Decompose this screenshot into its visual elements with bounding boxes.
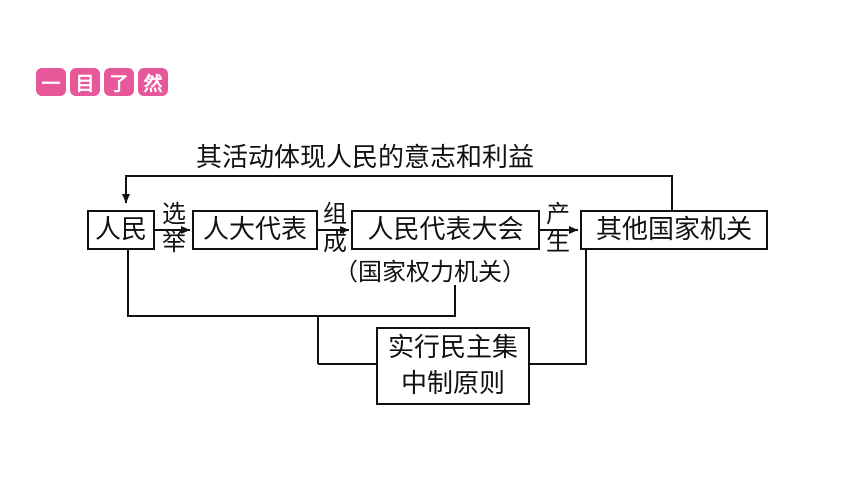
node-people: 人民 (87, 210, 155, 250)
badge-char-2: 目 (70, 68, 100, 96)
node-democratic-centralism: 实行民主集 中制原则 (376, 327, 530, 405)
left-bracket-line (127, 250, 456, 317)
elect-label-char-2: 举 (162, 228, 186, 256)
feedback-label: 其活动体现人民的意志和利益 (196, 143, 535, 173)
feedback-arrow (122, 175, 673, 210)
node-other-state-organs: 其他国家机关 (580, 210, 768, 250)
form-label: 组 成 (320, 200, 350, 256)
produce-label: 产 生 (543, 200, 573, 256)
produce-label-char-2: 生 (546, 228, 570, 256)
badge-char-1: 一 (36, 68, 66, 96)
title-badge: 一 目 了 然 (36, 68, 168, 98)
form-label-char-2: 成 (323, 228, 347, 256)
badge-char-3: 了 (104, 68, 134, 96)
badge-char-4: 然 (138, 68, 168, 96)
produce-label-char-1: 产 (546, 200, 570, 228)
principle-line-2: 中制原则 (400, 369, 505, 399)
congress-note: （国家权力机关） (334, 258, 526, 286)
principle-line-1: 实行民主集 (387, 333, 518, 363)
elect-label-char-1: 选 (162, 200, 186, 228)
elect-label: 选 举 (159, 200, 189, 256)
node-deputies: 人大代表 (192, 210, 318, 250)
form-label-char-1: 组 (323, 200, 347, 228)
node-congress: 人民代表大会 (351, 210, 540, 250)
right-bracket-line (528, 250, 587, 365)
